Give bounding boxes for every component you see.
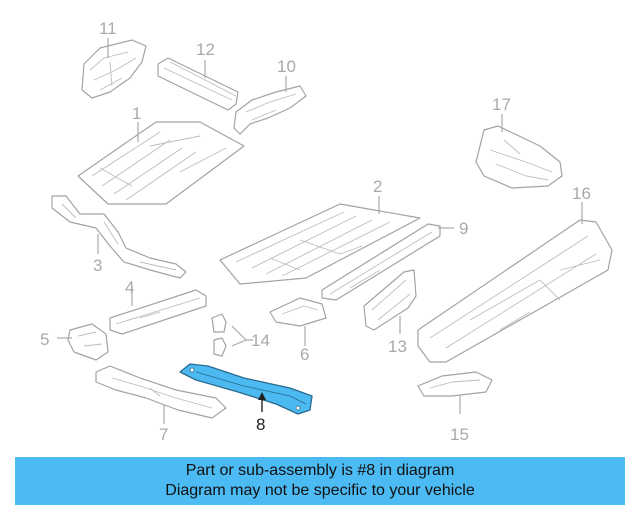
arrowhead-8 [258, 392, 266, 400]
callout-13: 13 [388, 337, 407, 356]
part-11[interactable] [81, 39, 147, 99]
part-13[interactable] [363, 269, 417, 331]
callout-14: 14 [251, 331, 270, 350]
part-10[interactable] [233, 85, 307, 135]
callout-15: 15 [450, 425, 469, 444]
callout-3: 3 [93, 256, 102, 275]
callout-4: 4 [125, 278, 134, 297]
callout-2: 2 [373, 177, 382, 196]
part-5[interactable] [67, 323, 109, 361]
part-12[interactable] [157, 57, 239, 111]
part-3[interactable] [51, 195, 187, 279]
part-17[interactable] [475, 125, 563, 189]
part-15[interactable] [417, 371, 493, 397]
part-2[interactable] [219, 203, 421, 285]
callout-12: 12 [196, 40, 215, 59]
part-1[interactable] [77, 121, 245, 205]
part-9[interactable] [321, 223, 441, 301]
callout-10: 10 [277, 57, 296, 76]
part-8-highlighted[interactable] [179, 363, 313, 415]
info-banner: Part or sub-assembly is #8 in diagram Di… [15, 457, 625, 505]
part-6[interactable] [269, 297, 327, 327]
parts-diagram: 11 12 10 1 17 3 2 9 [40, 19, 613, 444]
callout-16: 16 [572, 184, 591, 203]
banner-line-2: Diagram may not be specific to your vehi… [165, 482, 475, 499]
part-7[interactable] [95, 365, 227, 419]
callout-5: 5 [40, 330, 49, 349]
callout-7: 7 [159, 425, 168, 444]
part-16[interactable] [417, 219, 613, 363]
callout-11: 11 [99, 19, 117, 38]
leader-14 [231, 325, 253, 347]
part-14-bolts[interactable] [211, 313, 227, 357]
callout-6: 6 [300, 345, 309, 364]
callout-1: 1 [132, 104, 141, 123]
banner-line-1: Part or sub-assembly is #8 in diagram [185, 462, 455, 479]
callout-8: 8 [256, 415, 265, 434]
callout-17: 17 [492, 95, 511, 114]
callout-9: 9 [459, 219, 468, 238]
part-4[interactable] [109, 289, 207, 335]
